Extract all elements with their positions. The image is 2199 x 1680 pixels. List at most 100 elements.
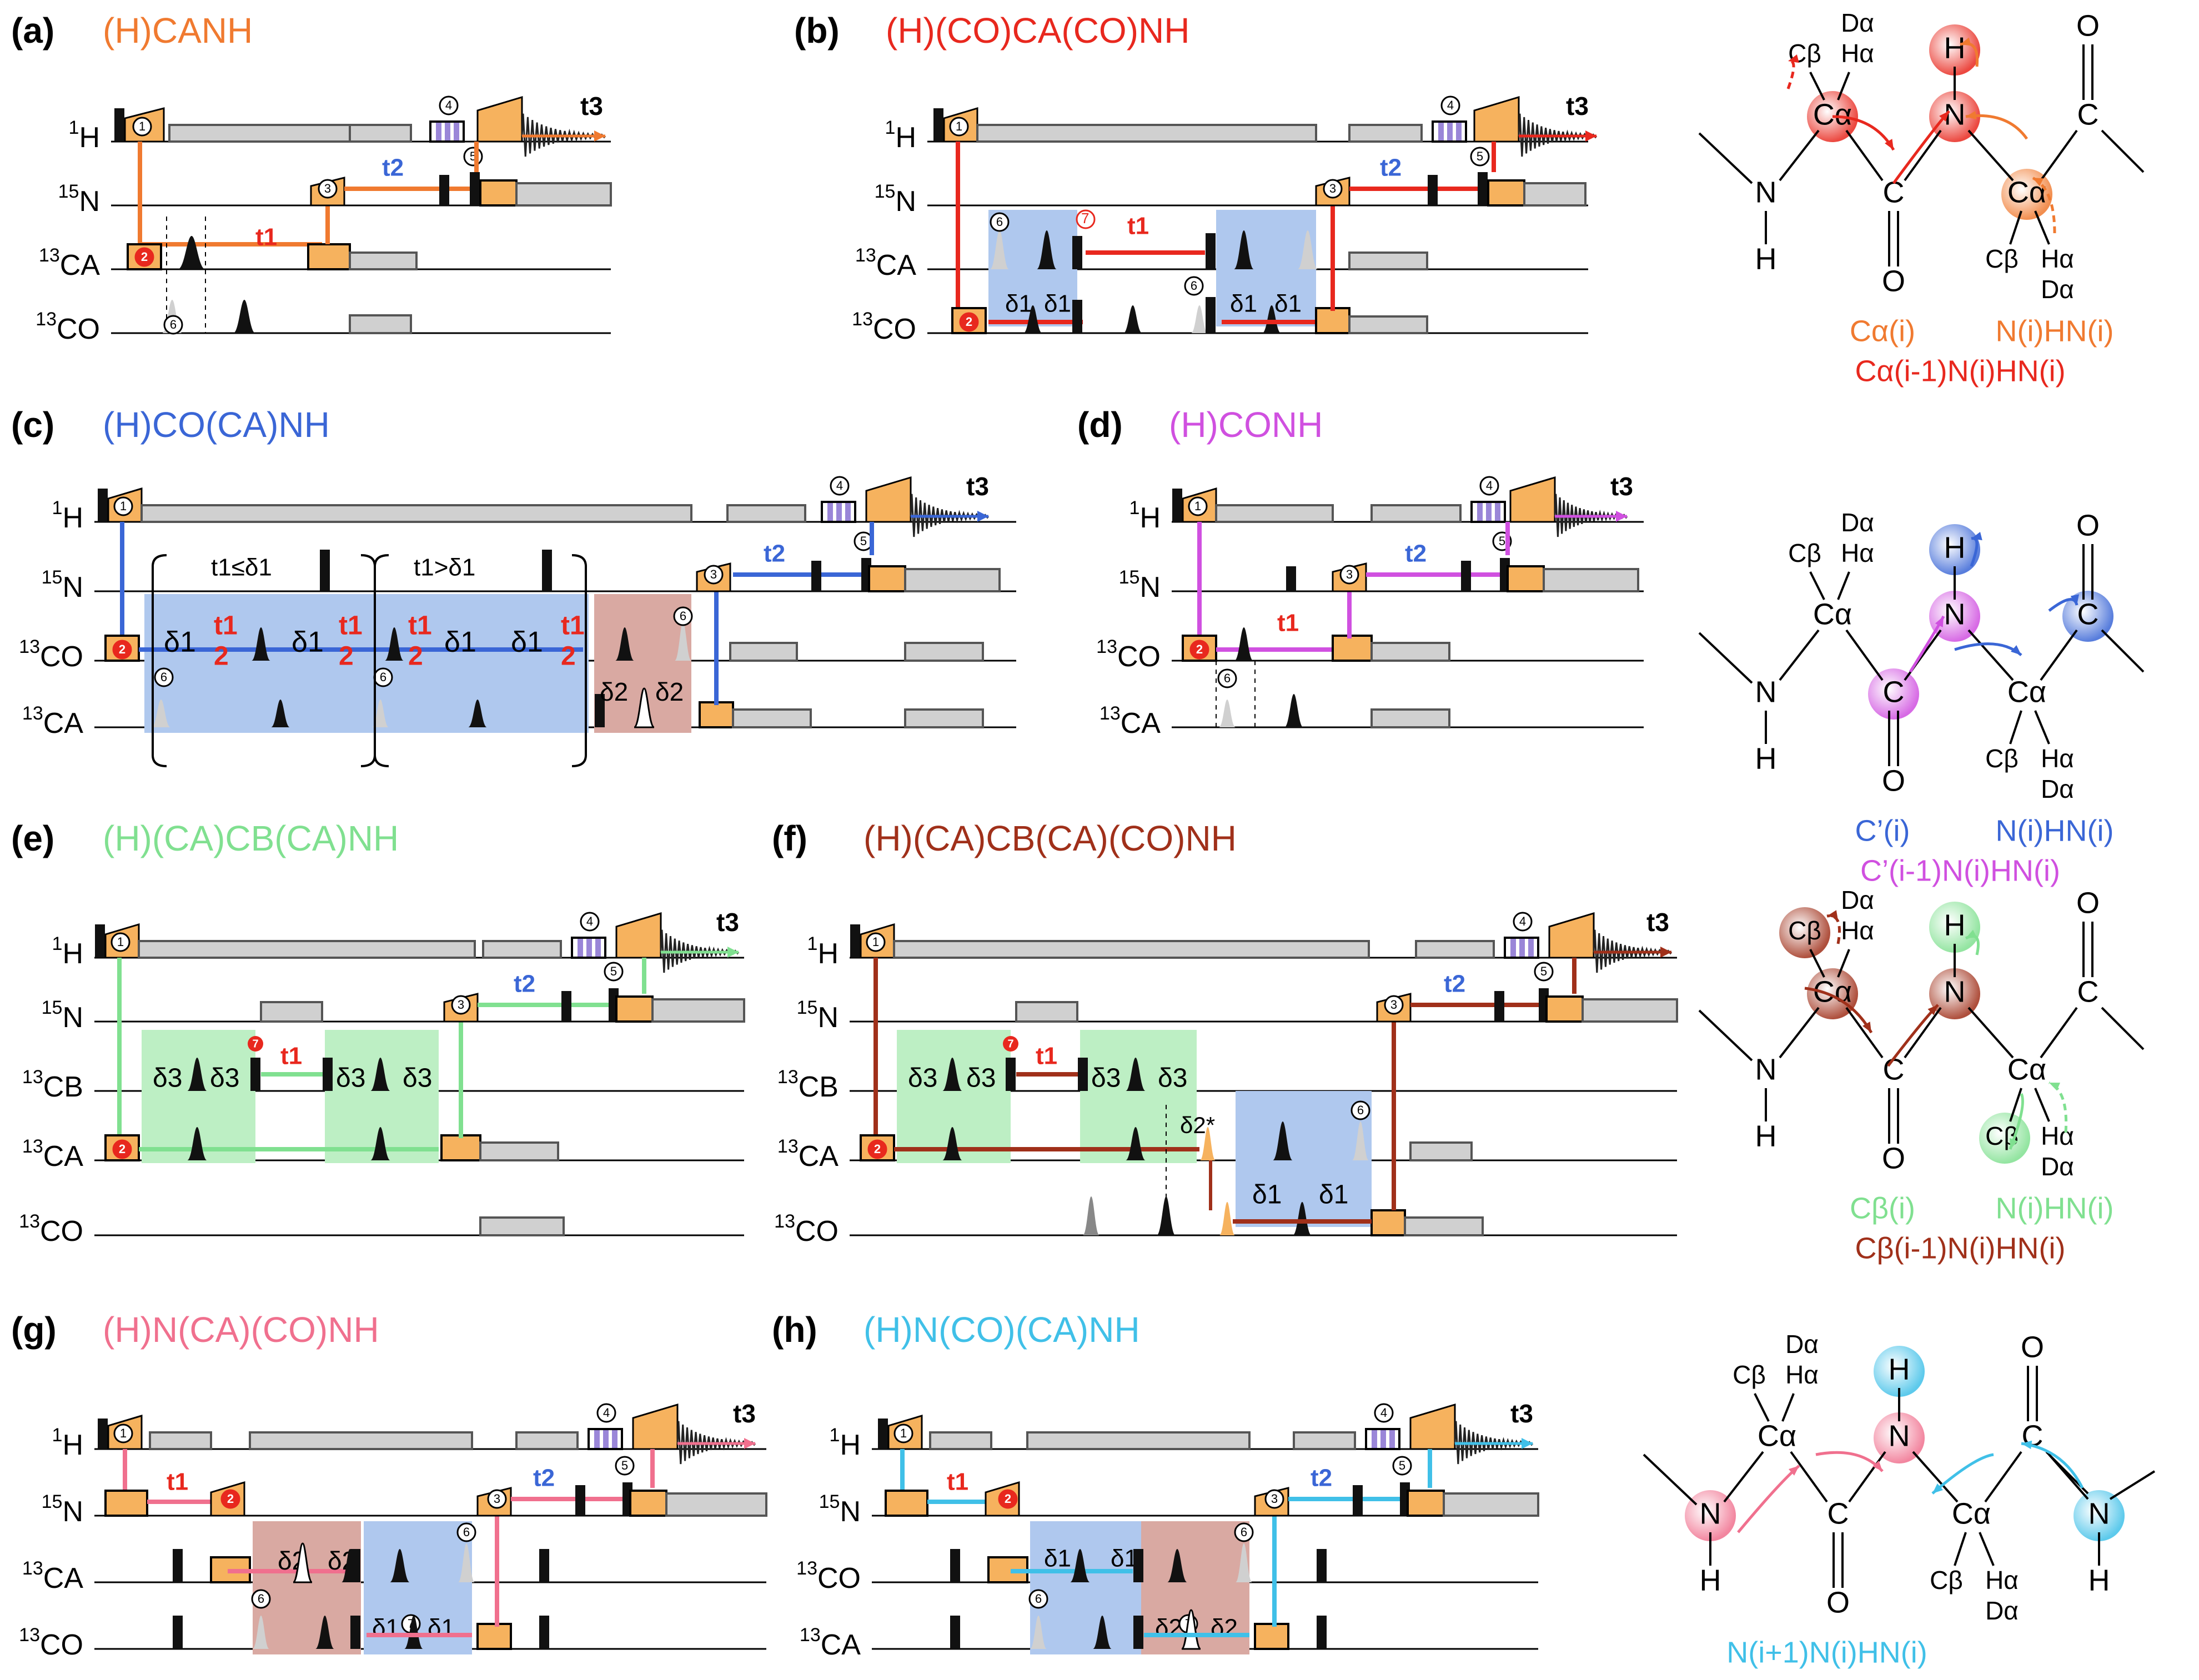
t1-label: t1 xyxy=(1277,610,1299,637)
hard-pulse xyxy=(114,108,124,142)
bond xyxy=(1904,129,1942,182)
step-circle xyxy=(998,1489,1018,1509)
step-marker: 4 xyxy=(1479,476,1499,496)
bracket xyxy=(152,554,167,767)
step-number: 2 xyxy=(141,250,148,264)
hard-pulse xyxy=(1133,1549,1143,1582)
channel-label-H: 1H xyxy=(69,117,100,154)
hard-pulse xyxy=(320,550,330,591)
panel-title: (H)CANH xyxy=(103,11,253,51)
hard-pulse xyxy=(539,1549,549,1582)
shaped-pulse xyxy=(370,1127,390,1160)
mixing-pulse xyxy=(845,503,851,521)
isotope-number: 15 xyxy=(42,1491,63,1512)
step-number: 2 xyxy=(119,1142,125,1156)
atom-C: C xyxy=(2077,98,2099,131)
decoupling-block xyxy=(1293,1431,1356,1450)
step-marker: 2 xyxy=(959,312,979,332)
step-number: 3 xyxy=(324,182,331,195)
step-marker: 6 xyxy=(456,1522,476,1542)
isotope-number: 15 xyxy=(1119,567,1140,588)
panel-title: (H)CO(CA)NH xyxy=(103,405,330,445)
delta-label: δ1 xyxy=(1044,1545,1071,1572)
isotope-number: 1 xyxy=(69,117,79,138)
bond xyxy=(1790,1451,1828,1503)
decoupling-block xyxy=(1523,182,1587,207)
isotope-number: 13 xyxy=(852,309,873,330)
t3-label: t3 xyxy=(1510,1399,1533,1428)
panel-title: (H)(CA)CB(CA)(CO)NH xyxy=(863,818,1237,858)
step-circle xyxy=(1392,1456,1412,1476)
channel-label-N: 15N xyxy=(819,1491,861,1528)
transfer-arrow xyxy=(1786,59,1795,89)
step-marker: 3 xyxy=(487,1489,507,1509)
step-number: 2 xyxy=(966,315,972,329)
step-circle xyxy=(113,1424,133,1443)
atom-C: C xyxy=(2077,975,2099,1008)
shaped-pulse xyxy=(152,700,170,727)
bond xyxy=(1967,629,2014,681)
channel-label-H: 1H xyxy=(1129,497,1161,534)
step-circle xyxy=(604,962,624,982)
mixing-pulse xyxy=(454,123,459,140)
bond xyxy=(1954,1532,1967,1566)
decoupling-block xyxy=(1582,998,1678,1023)
channel-label-N: 15N xyxy=(875,181,916,218)
nucleus-name: CO xyxy=(57,313,100,345)
channel-label-H: 1H xyxy=(52,933,83,970)
bond xyxy=(2009,710,2022,745)
atom-Da: Dα xyxy=(1841,8,1874,37)
shaped-pulse xyxy=(1234,230,1254,269)
transfer-arrow xyxy=(2048,1081,2068,1133)
shaped-pulse xyxy=(615,627,634,661)
bracket-text: t1>δ1 xyxy=(414,554,475,581)
decoupling-block xyxy=(349,314,412,334)
t2-label: t2 xyxy=(533,1465,555,1492)
decoupling-block xyxy=(732,708,812,728)
nucleus-name: CO xyxy=(873,313,916,345)
hard-pulse xyxy=(539,1616,549,1649)
atom-highlight xyxy=(1685,1490,1736,1541)
isotope-number: 13 xyxy=(19,1211,40,1232)
step-number: 4 xyxy=(603,1406,610,1420)
delta-label: δ2 xyxy=(1155,1614,1182,1642)
step-circle xyxy=(132,117,152,137)
channel-label-CA: 13CA xyxy=(22,1558,83,1595)
arrow-head xyxy=(2070,594,2080,605)
step-marker: 5 xyxy=(1470,147,1490,167)
channel-label-CA: 13CA xyxy=(22,1136,83,1173)
shaped-pulse xyxy=(253,1616,269,1649)
t3-label: t3 xyxy=(1646,908,1669,937)
atom-Ca: Cα xyxy=(1758,1419,1796,1452)
decoupling-block xyxy=(140,504,692,523)
atom-Ha: Hα xyxy=(1841,539,1874,567)
orange-block xyxy=(1315,307,1350,334)
bond xyxy=(1779,1007,1820,1059)
isotope-number: 13 xyxy=(1096,636,1117,657)
step-number: 6 xyxy=(680,609,686,623)
bond xyxy=(1809,571,1825,600)
step-number: 2 xyxy=(227,1492,234,1506)
orange-block xyxy=(868,565,906,592)
channel-label-CO: 13CO xyxy=(796,1558,861,1595)
atom-H: H xyxy=(1755,1119,1777,1153)
panel-title: (H)N(CA)(CO)NH xyxy=(103,1310,379,1350)
delta-label: δ3 xyxy=(153,1064,182,1093)
step-number: 7 xyxy=(1007,1038,1013,1050)
channel-label-N: 15N xyxy=(58,181,100,218)
decoupling-block xyxy=(929,1431,992,1450)
channel-label-CA: 13CA xyxy=(800,1624,861,1661)
atom-O: O xyxy=(1882,764,1905,797)
mixing-pulse xyxy=(1519,939,1525,957)
hard-pulse xyxy=(1133,1616,1143,1649)
step-marker: 6 xyxy=(673,606,693,626)
cp-block xyxy=(632,1403,679,1450)
isotope-number: 1 xyxy=(52,933,63,954)
shaped-pulse xyxy=(1219,1202,1235,1235)
shaped-pulse xyxy=(942,1127,962,1160)
atom-C: C xyxy=(2077,597,2099,631)
nucleus-name: N xyxy=(840,1496,861,1528)
shaped-pulse xyxy=(233,300,255,333)
